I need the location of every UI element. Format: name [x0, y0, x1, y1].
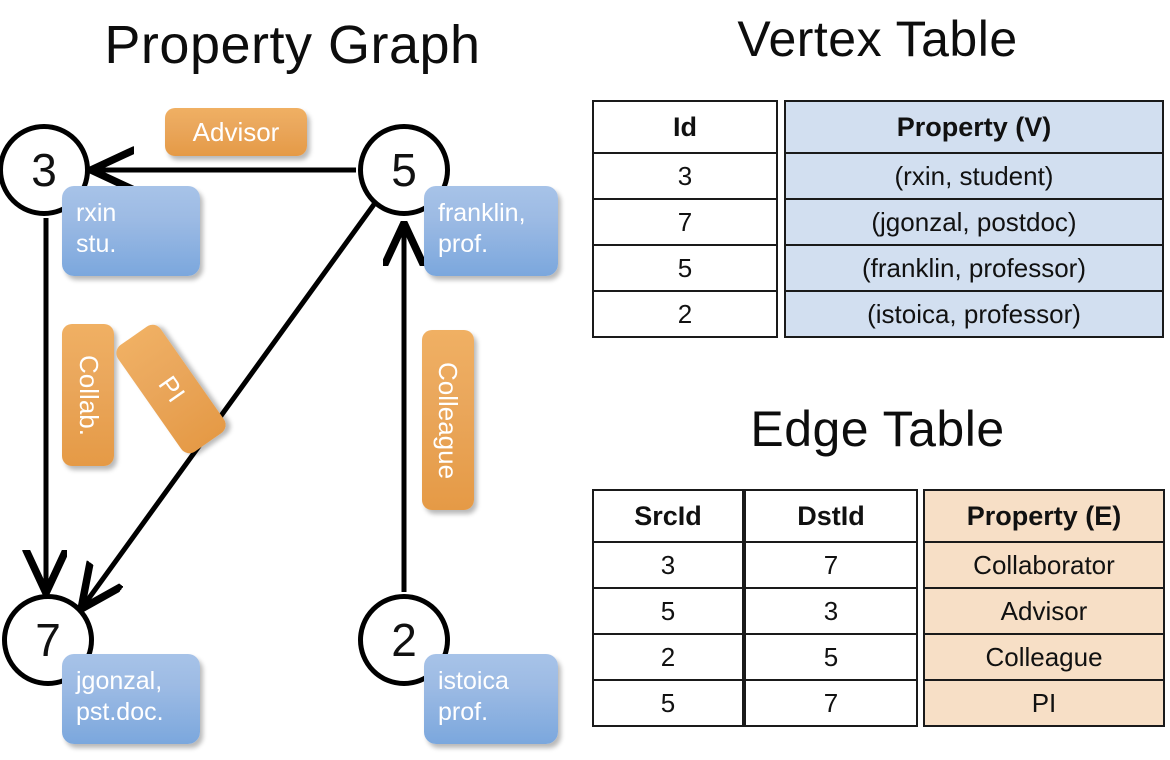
- page-title-vertex-table: Vertex Table: [737, 11, 1018, 67]
- vertex-property-box-2: istoica prof.: [424, 654, 558, 744]
- table-header-row: SrcId: [592, 489, 744, 543]
- table-header-row: Property (E): [923, 489, 1165, 543]
- edge-label-collab-text: Collab.: [73, 354, 104, 436]
- table-row: Collaborator: [923, 541, 1165, 589]
- edge-label-advisor: Advisor: [165, 108, 307, 156]
- table-row: (jgonzal, postdoc): [784, 198, 1164, 246]
- table-header-row: Property (V): [784, 100, 1164, 154]
- vertex-table-property-column: Property (V) (rxin, student) (jgonzal, p…: [784, 100, 1164, 338]
- graph-node-5: 5: [358, 124, 450, 216]
- edge-table-header-dstid: DstId: [744, 489, 918, 543]
- edge-label-collab: Collab.: [62, 324, 114, 466]
- table-row: (franklin, professor): [784, 244, 1164, 292]
- vertex-property-3-line2: stu.: [76, 230, 117, 258]
- edge-label-colleague: Colleague: [422, 330, 474, 510]
- property-graph-diagram: Advisor Collab. PI Colleague rxin stu. f…: [0, 0, 585, 760]
- vertex-table-header-property: Property (V): [784, 100, 1164, 154]
- vertex-property-box-3: rxin stu.: [62, 186, 200, 276]
- vertex-property-5-line2: prof.: [438, 230, 489, 258]
- edge-table-dstid-column: DstId 7 3 5 7: [744, 489, 918, 727]
- graph-node-3-label: 3: [31, 144, 57, 196]
- vertex-table-cell-id: 2: [592, 290, 778, 338]
- vertex-table-id-column: Id 3 7 5 2: [592, 100, 778, 338]
- table-row: 7: [744, 541, 918, 589]
- edge-table-cell-srcid: 3: [592, 541, 744, 589]
- edge-table-cell-property: Collaborator: [923, 541, 1165, 589]
- graph-node-7-label: 7: [35, 614, 61, 666]
- vertex-property-2-line2: prof.: [438, 698, 489, 726]
- table-row: 7: [592, 198, 778, 246]
- table-row: Advisor: [923, 587, 1165, 635]
- table-row: 2: [592, 290, 778, 338]
- vertex-table-cell-id: 7: [592, 198, 778, 246]
- edge-table-cell-dstid: 7: [744, 541, 918, 589]
- table-row: 5: [592, 244, 778, 292]
- page-title-edge-table: Edge Table: [750, 401, 1005, 457]
- table-row: 7: [744, 679, 918, 727]
- table-row: (rxin, student): [784, 152, 1164, 200]
- table-row: 5: [744, 633, 918, 681]
- edge-table-cell-dstid: 5: [744, 633, 918, 681]
- table-row: 5: [592, 679, 744, 727]
- vertex-property-box-5: franklin, prof.: [424, 186, 558, 276]
- vertex-table-cell-property: (franklin, professor): [784, 244, 1164, 292]
- graph-node-5-label: 5: [391, 144, 417, 196]
- vertex-property-7-line2: pst.doc.: [76, 698, 164, 726]
- edge-table-cell-srcid: 2: [592, 633, 744, 681]
- graph-edge-arrows: [0, 0, 585, 760]
- table-header-row: DstId: [744, 489, 918, 543]
- vertex-property-2-line1: istoica: [438, 667, 509, 695]
- table-header-row: Id: [592, 100, 778, 154]
- table-row: 5: [592, 587, 744, 635]
- page-title-property-graph: Property Graph: [104, 15, 481, 75]
- vertex-property-3-line1: rxin: [76, 199, 117, 227]
- table-row: 3: [592, 541, 744, 589]
- table-row: 3: [744, 587, 918, 635]
- edge-table-cell-srcid: 5: [592, 587, 744, 635]
- table-row: Colleague: [923, 633, 1165, 681]
- vertex-table-cell-id: 5: [592, 244, 778, 292]
- graph-node-2: 2: [358, 594, 450, 686]
- edge-table-cell-dstid: 3: [744, 587, 918, 635]
- edge-label-colleague-text: Colleague: [433, 361, 464, 479]
- edge-label-pi-text: PI: [152, 370, 191, 408]
- edge-table-cell-srcid: 5: [592, 679, 744, 727]
- vertex-property-7-line1: jgonzal,: [76, 667, 163, 695]
- table-row: (istoica, professor): [784, 290, 1164, 338]
- vertex-property-box-7: jgonzal, pst.doc.: [62, 654, 200, 744]
- edge-table-header-srcid: SrcId: [592, 489, 744, 543]
- table-row: 2: [592, 633, 744, 681]
- edge-table-cell-property: Colleague: [923, 633, 1165, 681]
- vertex-table-cell-property: (rxin, student): [784, 152, 1164, 200]
- edge-table-cell-property: PI: [923, 679, 1165, 727]
- vertex-property-5-line1: franklin,: [438, 199, 526, 227]
- vertex-table-cell-id: 3: [592, 152, 778, 200]
- edge-table-cell-dstid: 7: [744, 679, 918, 727]
- edge-table-property-column: Property (E) Collaborator Advisor Collea…: [923, 489, 1165, 727]
- table-row: 3: [592, 152, 778, 200]
- vertex-table-cell-property: (istoica, professor): [784, 290, 1164, 338]
- vertex-table-header-id: Id: [592, 100, 778, 154]
- edge-table-cell-property: Advisor: [923, 587, 1165, 635]
- edge-label-advisor-text: Advisor: [192, 116, 280, 147]
- table-row: PI: [923, 679, 1165, 727]
- edge-table-header-property: Property (E): [923, 489, 1165, 543]
- graph-node-2-label: 2: [391, 614, 417, 666]
- vertex-table-cell-property: (jgonzal, postdoc): [784, 198, 1164, 246]
- edge-table-srcid-column: SrcId 3 5 2 5: [592, 489, 744, 727]
- edge-5-to-7: [84, 201, 378, 605]
